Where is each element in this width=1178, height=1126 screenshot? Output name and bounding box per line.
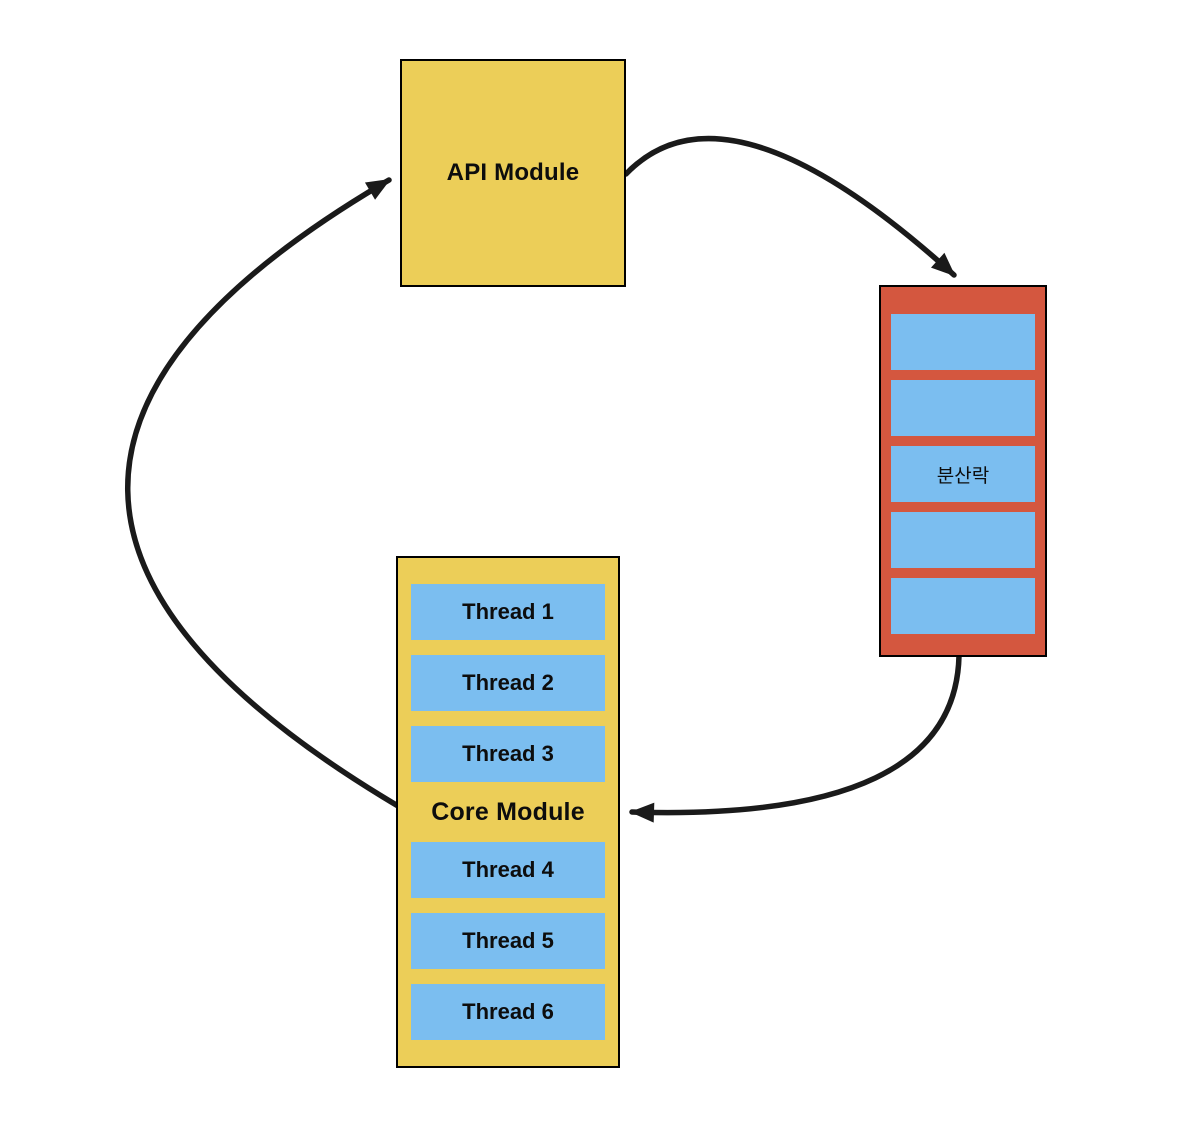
thread-box-3: Thread 3 <box>411 726 605 782</box>
api-module-label: API Module <box>446 159 580 186</box>
thread-box-4: Thread 4 <box>411 842 605 898</box>
thread-box-6: Thread 6 <box>411 984 605 1040</box>
core-module-box: Thread 1 Thread 2 Thread 3 Core Module T… <box>396 556 620 1068</box>
lock-slot <box>891 380 1035 436</box>
distributed-lock-box: 분산락 <box>879 285 1047 657</box>
lock-slot <box>891 578 1035 634</box>
thread-box-5: Thread 5 <box>411 913 605 969</box>
thread-box-1: Thread 1 <box>411 584 605 640</box>
thread-box-2: Thread 2 <box>411 655 605 711</box>
lock-slot <box>891 314 1035 370</box>
api-module-box: API Module <box>400 59 626 287</box>
core-module-label: Core Module <box>431 798 585 826</box>
lock-slot-distributed-lock: 분산락 <box>891 446 1035 502</box>
arrow-core-to-api <box>125 177 401 809</box>
arrow-lock-to-core <box>629 653 962 823</box>
lock-slot <box>891 512 1035 568</box>
arrow-api-to-lock <box>623 135 957 278</box>
